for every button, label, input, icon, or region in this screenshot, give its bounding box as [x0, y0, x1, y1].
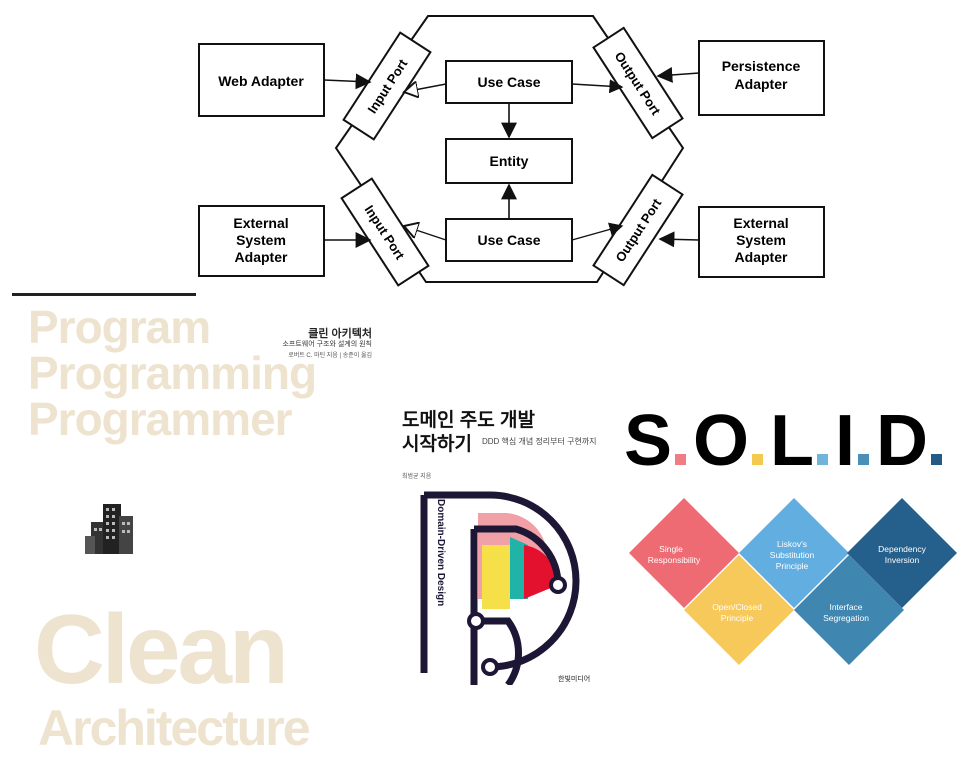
label-dependency-1: Dependency: [878, 544, 926, 554]
solid-dot-4: [858, 454, 870, 465]
clean-header-word-3: Programmer: [28, 393, 293, 445]
entity-label: Entity: [490, 153, 529, 169]
arrow-external-to-output-port: [658, 231, 700, 248]
solid-dot-2: [752, 454, 764, 465]
label-liskov-2: Substitution: [770, 550, 815, 560]
ddd-title-line-2: 시작하기: [402, 434, 472, 455]
arrow-web-to-input-port: [323, 73, 372, 90]
clean-korean-title: 클린 아키텍처: [308, 328, 372, 340]
ddd-subtitle: DDD 핵심 개념 정리부터 구현까지: [482, 437, 597, 446]
clean-header-word-1: Program: [28, 301, 211, 353]
persistence-adapter-box: Persistence Adapter: [698, 40, 825, 116]
label-single-1: Single: [659, 544, 683, 554]
external-adapter-left-label-2: System: [236, 232, 286, 248]
external-adapter-left-label-1: External: [233, 215, 288, 231]
web-adapter-label: Web Adapter: [218, 73, 304, 89]
clean-sub-word: Architecture: [38, 700, 311, 756]
web-adapter-box: Web Adapter: [198, 43, 325, 117]
label-interface-2: Segregation: [823, 613, 869, 623]
puzzle-single-responsibility: [629, 498, 739, 608]
input-port-top: Input Port: [342, 31, 432, 141]
use-case-top-label: Use Case: [477, 74, 540, 90]
puzzle-liskov: [739, 498, 849, 608]
external-adapter-right-label-2: System: [736, 232, 786, 248]
ddd-book-cover: 도메인 주도 개발 시작하기 DDD 핵심 개념 정리부터 구현까지 최범균 지…: [398, 405, 608, 697]
hexagon-outline: [334, 15, 685, 283]
external-adapter-right-label-3: Adapter: [735, 249, 788, 265]
label-liskov-3: Principle: [776, 561, 809, 571]
divider-line: [12, 293, 196, 296]
puzzle-interface-segregation: [794, 555, 904, 665]
label-open-1: Open/Closed: [712, 602, 762, 612]
label-interface-1: Interface: [829, 602, 862, 612]
label-dependency-2: Inversion: [885, 555, 920, 565]
ddd-publisher: 한빛미디어: [558, 676, 591, 683]
ddd-author: 최범균 지음: [402, 474, 432, 480]
use-case-bottom-box: Use Case: [445, 218, 573, 262]
arrow-usecase-implements-input-top: [404, 84, 447, 92]
use-case-top-box: Use Case: [445, 60, 573, 104]
ddd-spine-text: Domain-Driven Design: [435, 499, 446, 606]
arrow-usecase-implements-input-bottom: [404, 226, 447, 241]
solid-puzzle: Single Responsibility Liskov's Substitut…: [629, 498, 957, 665]
arrow-usecase-to-output-top: [571, 79, 624, 94]
solid-letter-l: L: [770, 401, 815, 481]
ddd-cover-graphic: Domain-Driven Design: [420, 491, 580, 685]
clean-header-word-2: Programming: [28, 347, 317, 399]
external-adapter-left-label-3: Adapter: [235, 249, 288, 265]
arrow-persistence-to-output-port: [656, 66, 700, 83]
clean-korean-subtitle: 소프트웨어 구조와 설계의 원칙: [282, 341, 372, 348]
output-port-top: Output Port: [592, 26, 684, 140]
clean-big-word: Clean: [34, 594, 289, 704]
solid-letter-d: D: [876, 401, 929, 481]
solid-dot-3: [817, 454, 829, 465]
solid-dot-5: [931, 454, 943, 465]
ddd-title-line-1: 도메인 주도 개발: [402, 410, 535, 431]
solid-dot-1: [675, 454, 687, 465]
arrow-usecase-to-output-bottom: [571, 222, 624, 241]
clean-korean-authors: 로버트 C. 마틴 지음 | 송준이 옮김: [288, 353, 372, 359]
external-adapter-right-box: External System Adapter: [698, 206, 825, 278]
external-adapter-right-label-1: External: [733, 215, 788, 231]
persistence-adapter-label-2: Adapter: [735, 76, 788, 92]
entity-box: Entity: [445, 138, 573, 184]
external-adapter-left-box: External System Adapter: [198, 205, 325, 277]
persistence-adapter-label-1: Persistence: [722, 58, 801, 74]
label-open-2: Principle: [721, 613, 754, 623]
solid-letter-s: S: [624, 401, 673, 481]
building-illustration: [85, 504, 133, 554]
puzzle-open-closed: [684, 555, 794, 665]
label-single-2: Responsibility: [648, 555, 701, 565]
use-case-bottom-label: Use Case: [477, 232, 540, 248]
clean-architecture-book-cover: Program Programming Programmer 클린 아키텍처 소…: [28, 301, 378, 760]
hexagonal-architecture-diagram: Web Adapter Persistence Adapter External…: [198, 15, 825, 287]
solid-letter-o: O: [693, 401, 750, 481]
label-liskov-1: Liskov's: [777, 539, 807, 549]
input-port-bottom: Input Port: [340, 177, 430, 287]
solid-letter-i: I: [835, 401, 856, 481]
